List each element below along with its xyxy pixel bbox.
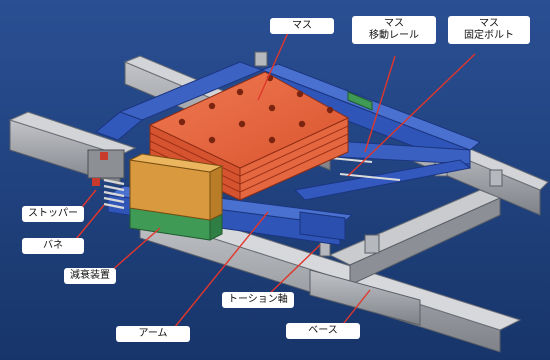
stopper-red-part: [92, 178, 100, 186]
label-spring: バネ: [22, 238, 84, 254]
label-mass-moving-rail-line2: 移動レール: [369, 30, 419, 41]
bolt: [208, 102, 216, 110]
callout-line-torsion: [264, 244, 321, 299]
mass-layer-line: [239, 125, 349, 177]
label-mass: マス: [270, 18, 334, 34]
mass-layer-line: [149, 132, 241, 177]
bracket: [364, 234, 380, 254]
callout-line-arm: [169, 211, 269, 334]
callout-line-mass: [257, 27, 291, 101]
bolt: [298, 120, 306, 128]
callout-line-mass-bolt: [347, 53, 476, 177]
damper-unit: [128, 153, 224, 241]
base-rail-cross-side: [349, 197, 501, 286]
callout-lines: [71, 27, 476, 334]
bolt: [178, 118, 186, 126]
frame-corner: [299, 211, 346, 241]
frame-left: [95, 111, 143, 141]
bracket: [319, 241, 331, 257]
label-mass-fixing-bolt-line1: マス: [479, 18, 499, 29]
callout-line-damper: [109, 227, 161, 273]
label-torsion-shaft: トーション軸: [222, 292, 294, 308]
label-stopper: ストッパー: [22, 206, 84, 222]
callout-line-spring: [71, 204, 105, 245]
label-base: ベース: [286, 323, 360, 339]
bolt: [326, 106, 334, 114]
bracket: [254, 51, 268, 67]
spring: [103, 178, 125, 210]
label-mass-fixing-bolt: マス 固定ボルト: [448, 16, 530, 44]
label-mass-moving-rail: マス 移動レール: [352, 16, 436, 44]
bolt: [208, 136, 216, 144]
bolt: [268, 136, 276, 144]
base-rail-front-left-top: [8, 111, 137, 156]
mass-bolts: [178, 74, 334, 144]
bolt: [238, 120, 246, 128]
stopper-assembly: [87, 149, 125, 210]
callout-line-base: [339, 289, 371, 329]
mass-layer-line: [239, 133, 349, 185]
frame-mid-cross: [293, 159, 472, 201]
label-arm: アーム: [116, 326, 190, 342]
mass-green-strip: [347, 91, 373, 111]
bolt: [236, 88, 244, 96]
damper-side: [209, 165, 223, 221]
callout-line-mass-rail: [364, 55, 396, 153]
base-rail-front-right: [309, 269, 421, 326]
mass-layer-line: [239, 141, 349, 193]
stopper-red-part: [100, 152, 108, 160]
bolt: [296, 90, 304, 98]
bolt: [268, 104, 276, 112]
label-mass-moving-rail-line1: マス: [384, 18, 404, 29]
bracket: [489, 169, 503, 187]
label-damping-device: 減衰装置: [64, 268, 116, 284]
label-mass-fixing-bolt-line2: 固定ボルト: [464, 30, 514, 41]
